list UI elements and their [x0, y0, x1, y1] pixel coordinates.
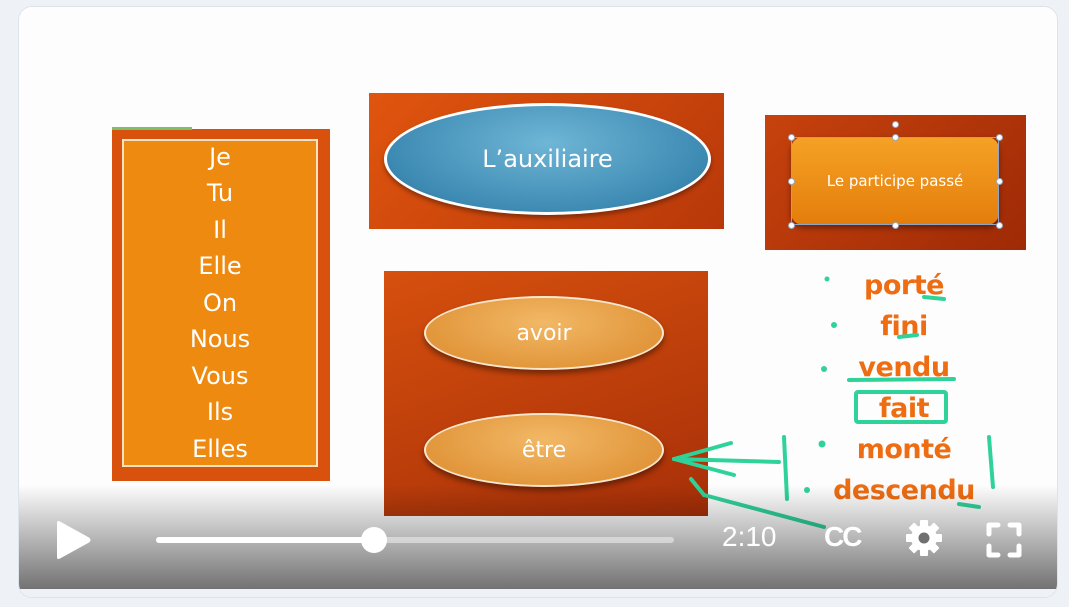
pronoun-item: On	[202, 288, 238, 317]
annotation-stroke	[112, 127, 192, 130]
annotation-dot	[821, 366, 827, 372]
pronoun-list: Je Tu Il Elle On Nous Vous Ils Elles	[122, 139, 318, 467]
selection-handle	[892, 134, 899, 141]
pronoun-item: Il	[213, 215, 227, 244]
play-icon[interactable]	[49, 519, 93, 561]
pronoun-item: Ils	[206, 398, 234, 427]
annotation-dot	[831, 322, 837, 328]
selection-handle	[788, 134, 795, 141]
auxiliaire-oval: L’auxiliaire	[384, 103, 711, 215]
progress-fill	[156, 537, 374, 543]
pronoun-item: Elles	[192, 434, 248, 463]
card-footer	[19, 589, 1057, 597]
handwritten-word: monté	[856, 434, 952, 465]
selection-handle	[788, 178, 795, 185]
fullscreen-icon[interactable]	[986, 522, 1022, 558]
selection-handle	[892, 222, 899, 229]
selection-handle	[788, 222, 795, 229]
progress-bar[interactable]	[156, 527, 674, 553]
etre-oval: être	[424, 413, 664, 487]
rotation-handle	[892, 121, 899, 128]
annotation-bracket	[987, 435, 995, 489]
handwritten-word: fait	[878, 393, 930, 424]
annotation-arrow	[672, 457, 781, 464]
progress-thumb[interactable]	[360, 527, 387, 553]
annotation-dot	[818, 440, 826, 448]
selection-handle	[996, 222, 1003, 229]
auxiliaire-panel: L’auxiliaire	[369, 93, 724, 229]
auxiliary-verbs-panel: avoir être	[384, 271, 708, 516]
selection-handle	[996, 178, 1003, 185]
participe-panel: Le participe passé	[765, 115, 1026, 250]
selection-handle	[996, 134, 1003, 141]
pronoun-item: Tu	[206, 179, 234, 208]
pronoun-panel: Je Tu Il Elle On Nous Vous Ils Elles	[112, 129, 330, 481]
video-card: Je Tu Il Elle On Nous Vous Ils Elles L’a…	[18, 6, 1058, 598]
annotation-underline	[922, 295, 946, 301]
current-time: 2:10	[722, 521, 777, 552]
annotation-dot	[824, 276, 830, 282]
annotation-underline	[897, 333, 919, 339]
annotation-overlay	[672, 276, 995, 529]
annotation-underline	[847, 377, 956, 382]
video-frame[interactable]: Je Tu Il Elle On Nous Vous Ils Elles L’a…	[19, 7, 1057, 589]
annotation-arrow	[672, 441, 733, 461]
pronoun-item: Nous	[189, 325, 251, 354]
pronoun-item: Vous	[191, 361, 249, 390]
pronoun-item: Je	[209, 142, 231, 171]
avoir-oval: avoir	[424, 296, 664, 370]
participe-box: Le participe passé	[791, 137, 999, 225]
annotation-arrow	[672, 457, 736, 477]
annotation-box	[854, 390, 948, 424]
gear-icon[interactable]	[904, 518, 944, 558]
pronoun-item: Elle	[198, 252, 242, 281]
captions-button[interactable]: CC	[824, 521, 862, 552]
